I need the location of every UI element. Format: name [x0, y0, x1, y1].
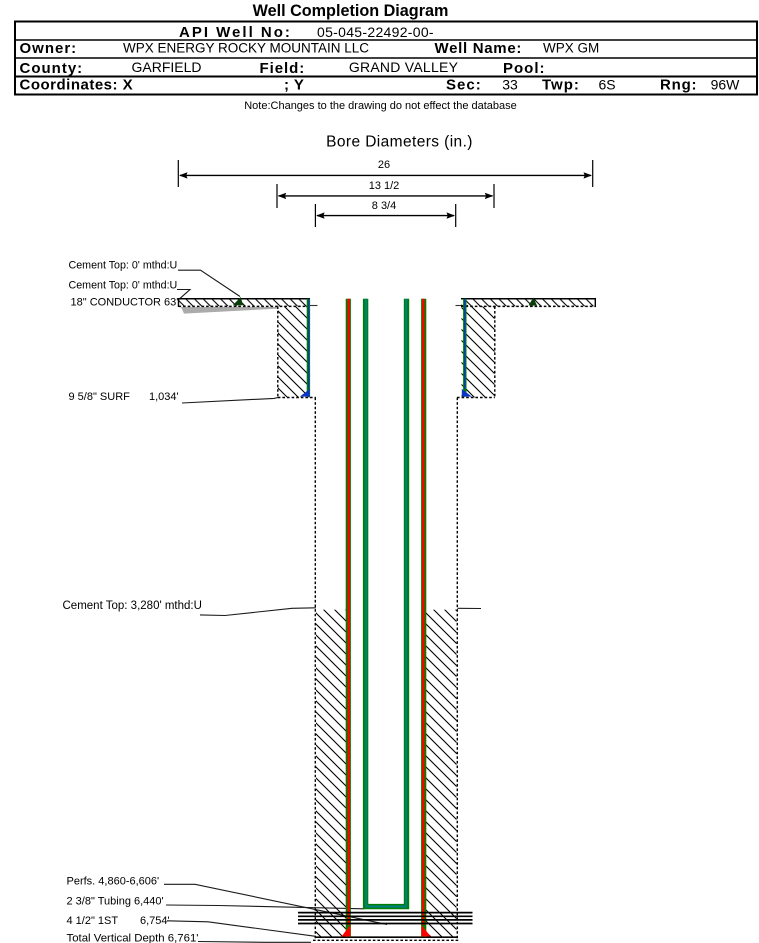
- svg-text:2 3/8" Tubing 6,440': 2 3/8" Tubing 6,440': [67, 895, 164, 907]
- svg-text:Note:Changes to the drawing do: Note:Changes to the drawing do not effec…: [244, 100, 517, 112]
- svg-text:05-045-22492-00-: 05-045-22492-00-: [317, 24, 434, 40]
- svg-text:Perfs. 4,860-6,606': Perfs. 4,860-6,606': [67, 875, 160, 887]
- svg-text:County:: County:: [20, 60, 84, 77]
- svg-text:4 1/2" 1ST: 4 1/2" 1ST: [67, 915, 119, 927]
- svg-text:Rng:: Rng:: [660, 77, 697, 94]
- svg-text:6S: 6S: [598, 77, 615, 93]
- svg-text:Cement Top: 3,280' mthd:U: Cement Top: 3,280' mthd:U: [63, 600, 202, 612]
- svg-text:WPX ENERGY ROCKY MOUNTAIN LLC: WPX ENERGY ROCKY MOUNTAIN LLC: [123, 41, 369, 56]
- svg-text:33: 33: [502, 77, 518, 93]
- svg-text:13 1/2: 13 1/2: [369, 180, 400, 192]
- svg-text:Twp:: Twp:: [542, 77, 580, 94]
- svg-text:18" CONDUCTOR 63': 18" CONDUCTOR 63': [71, 297, 179, 309]
- svg-text:8 3/4: 8 3/4: [372, 200, 396, 212]
- svg-text:9 5/8" SURF: 9 5/8" SURF: [69, 391, 131, 403]
- svg-text:Field:: Field:: [260, 60, 306, 77]
- svg-text:Well Name:: Well Name:: [435, 40, 523, 57]
- svg-text:26: 26: [378, 159, 390, 171]
- svg-text:6,754': 6,754': [140, 915, 170, 927]
- svg-text:Sec:: Sec:: [446, 77, 482, 94]
- svg-text:Cement Top: 0' mthd:U: Cement Top: 0' mthd:U: [69, 279, 178, 291]
- svg-text:1,034': 1,034': [149, 391, 179, 403]
- svg-text:Pool:: Pool:: [503, 60, 546, 77]
- svg-text:Well Completion Diagram: Well Completion Diagram: [253, 2, 449, 20]
- svg-text:WPX GM: WPX GM: [543, 41, 599, 56]
- svg-text:Total Vertical Depth 6,761': Total Vertical Depth 6,761': [67, 933, 199, 943]
- svg-text:Bore Diameters (in.): Bore Diameters (in.): [326, 134, 473, 151]
- svg-text:Cement Top: 0' mthd:U: Cement Top: 0' mthd:U: [69, 259, 178, 271]
- svg-text:Owner:: Owner:: [20, 40, 78, 57]
- svg-text:; Y: ; Y: [284, 77, 304, 94]
- svg-text:GARFIELD: GARFIELD: [131, 59, 201, 75]
- svg-text:Coordinates: X: Coordinates: X: [20, 77, 134, 94]
- svg-text:96W: 96W: [711, 77, 741, 93]
- svg-text:API Well No:: API Well No:: [179, 24, 292, 41]
- svg-text:GRAND VALLEY: GRAND VALLEY: [349, 59, 459, 75]
